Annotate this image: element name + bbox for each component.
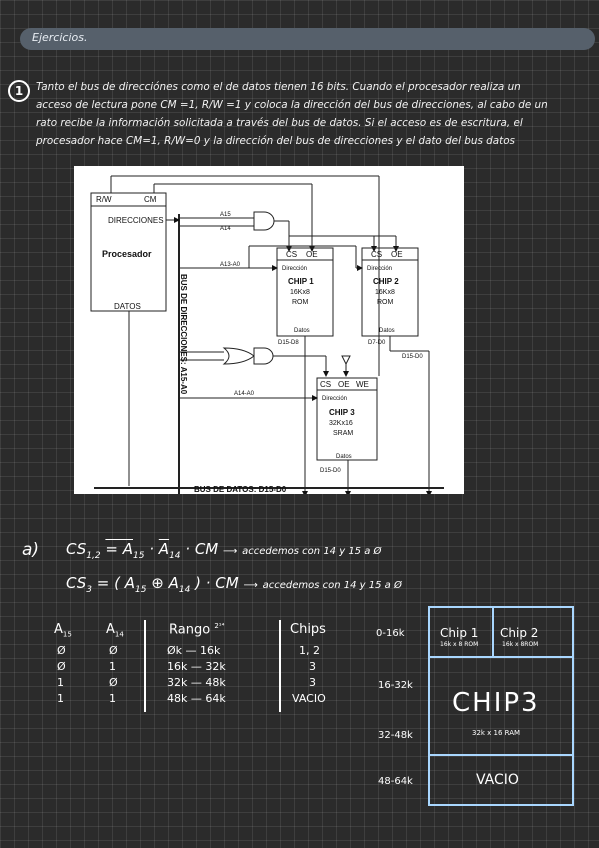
svg-text:Dirección: Dirección [367, 266, 392, 272]
range-16-32k: 16-32k [378, 680, 413, 691]
svg-text:Datos: Datos [336, 454, 352, 460]
chip2-name: CHIP 2 [373, 277, 399, 286]
svg-text:D7-D0: D7-D0 [368, 340, 386, 346]
range-32-48k: 32-48k [378, 730, 413, 741]
svg-text:OE: OE [306, 250, 318, 259]
xor-gate [222, 347, 255, 365]
svg-text:CS: CS [286, 250, 297, 259]
map-chip3-sub: 32k x 16 RAM [472, 729, 521, 737]
chip3-box [316, 377, 378, 461]
header-a14: A14 [106, 622, 124, 639]
map-chip2-sub: 16k x 8ROM [502, 641, 539, 648]
svg-text:D15-D8: D15-D8 [278, 340, 299, 346]
table-row: 1 [57, 676, 64, 689]
svg-text:32Kx16: 32Kx16 [329, 420, 353, 427]
equation-cs12: CS1,2 = A15 · A14 · CM ⟶ accedemos con 1… [66, 540, 382, 561]
part-label: a) [22, 540, 40, 560]
table-row: Ø [57, 660, 66, 673]
a14-label: A14 [220, 226, 231, 232]
range-table: A15 A14 Rango 2¹⁴ Chips Ø Ø Øk — 16k 1, … [54, 620, 354, 722]
exercise-number: 1 [8, 80, 30, 102]
a15-label: A15 [220, 212, 231, 218]
svg-text:Datos: Datos [379, 328, 395, 334]
svg-text:16Kx8: 16Kx8 [375, 289, 395, 296]
chip3-name: CHIP 3 [329, 408, 355, 417]
map-chip1: Chip 1 [440, 626, 479, 640]
direcciones-label: DIRECCIONES [108, 216, 164, 225]
procesador-label: Procesador [102, 249, 152, 259]
map-chip1-sub: 16k x 8 ROM [440, 641, 479, 648]
map-vacio: VACIO [476, 772, 519, 788]
svg-text:WE: WE [356, 380, 369, 389]
section-title: Ejercicios. [32, 31, 88, 44]
svg-text:CS: CS [320, 380, 331, 389]
header-chips: Chips [290, 622, 326, 637]
header-rango: Rango 2¹⁴ [169, 622, 225, 638]
rw-label: R/W [96, 195, 112, 204]
table-row: 1 [57, 692, 64, 705]
svg-text:ROM: ROM [292, 299, 309, 306]
svg-text:16Kx8: 16Kx8 [290, 289, 310, 296]
map-chip3: CHIP3 [452, 688, 540, 718]
and-gate-1 [253, 211, 275, 231]
and-gate-2 [253, 347, 274, 365]
svg-text:SRAM: SRAM [333, 430, 353, 437]
table-row: Ø [57, 644, 66, 657]
circuit-diagram: R/W CM DIRECCIONES Procesador DATOS A15 … [74, 166, 464, 494]
svg-text:Datos: Datos [294, 328, 310, 334]
section-header: Ejercicios. [20, 28, 595, 50]
bus-dir-label: BUS DE DIRECCIONES: A15-A0 [179, 274, 188, 395]
map-chip2: Chip 2 [500, 626, 539, 640]
a14a0-label: A14-A0 [234, 391, 255, 397]
svg-text:ROM: ROM [377, 299, 394, 306]
datos-label: DATOS [114, 302, 141, 311]
svg-text:OE: OE [338, 380, 350, 389]
bus-datos-label: BUS DE DATOS: D15-D0 [194, 485, 287, 494]
a13a0-label: A13-A0 [220, 262, 241, 268]
header-a15: A15 [54, 622, 72, 639]
svg-text:D15-D0: D15-D0 [402, 354, 423, 360]
range-0-16k: 0-16k [376, 628, 405, 639]
svg-text:Dirección: Dirección [322, 396, 347, 402]
memory-map [428, 606, 574, 806]
svg-text:Dirección: Dirección [282, 266, 307, 272]
exercise-statement: Tanto el bus de direcciónes como el de d… [36, 81, 548, 147]
svg-text:CS: CS [371, 250, 382, 259]
range-48-64k: 48-64k [378, 776, 413, 787]
chip1-name: CHIP 1 [288, 277, 314, 286]
svg-text:OE: OE [391, 250, 403, 259]
svg-text:D15-D0: D15-D0 [320, 468, 341, 474]
cm-label: CM [144, 195, 157, 204]
equation-cs3: CS3 = ( A15 ⊕ A14 ) · CM ⟶ accedemos con… [66, 574, 402, 595]
